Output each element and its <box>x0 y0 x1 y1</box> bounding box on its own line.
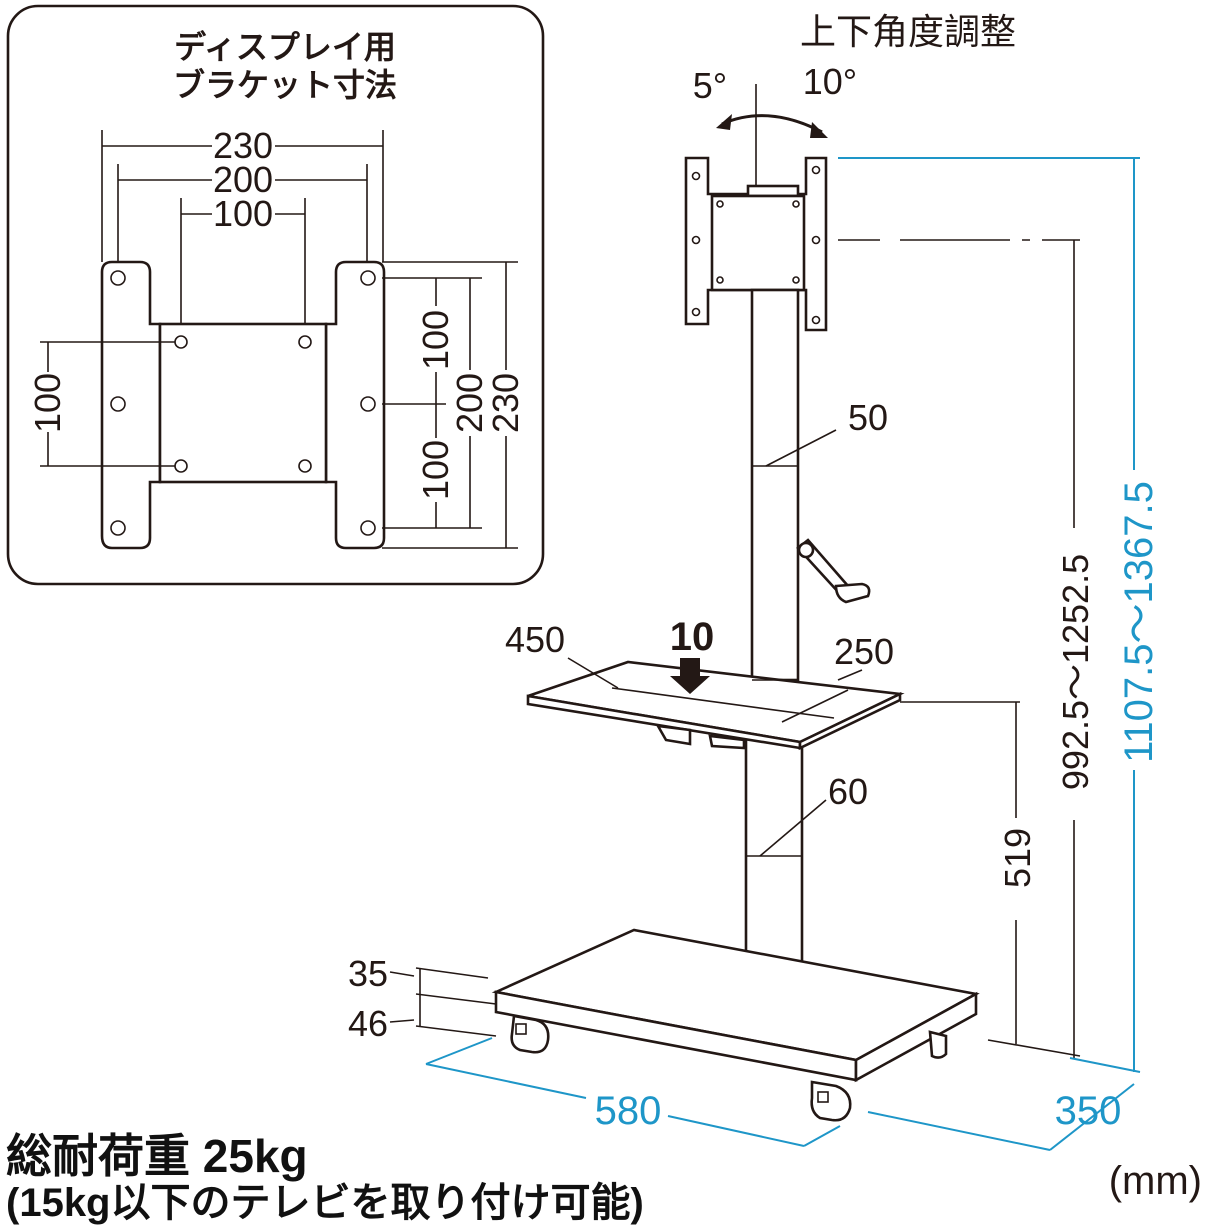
bracket-center-height: 992.5～1252.5 <box>1055 554 1096 790</box>
shelf-load-capacity: 10 <box>670 615 715 659</box>
base-depth-size: 350 <box>1055 1089 1122 1133</box>
base-side <box>854 991 978 1083</box>
shelf-depth-size: 250 <box>834 631 894 672</box>
bracket-center-plate <box>158 322 328 484</box>
tilt-arrow-right-icon <box>810 122 828 138</box>
tilt-arrow-left-icon <box>716 114 732 130</box>
inset-width-100: 100 <box>213 193 273 234</box>
display-mount-plate <box>710 194 806 292</box>
shelf-width-size: 450 <box>505 619 565 660</box>
base-thickness-size: 35 <box>348 953 388 994</box>
inset-right-height-200: 200 <box>449 373 490 433</box>
tilt-backward-angle: 10° <box>803 61 857 102</box>
caster-height-size: 46 <box>348 1003 388 1044</box>
base-width-size: 580 <box>595 1089 662 1133</box>
stand-drawing: 50 60 450 10 250 <box>348 156 980 1122</box>
tilt-adjustment: 上下角度調整 5° 10° <box>693 11 1016 190</box>
pole-lower-size: 60 <box>828 771 868 812</box>
shelf-bracket-right <box>708 734 746 750</box>
tilt-arc <box>721 114 823 134</box>
tilt-label: 上下角度調整 <box>800 11 1016 52</box>
total-height-size: 1107.5～1367.5 <box>1117 481 1161 763</box>
upper-pole <box>750 288 800 682</box>
inset-right-height-230: 230 <box>485 373 526 433</box>
bracket-holes <box>110 270 376 536</box>
bracket-right-ear <box>324 260 386 550</box>
shelf-load-arrow-icon <box>670 658 710 694</box>
inset-right-height-100a: 100 <box>415 310 456 370</box>
shelf-bracket-left <box>655 724 692 746</box>
height-crank-handle-icon <box>796 538 871 604</box>
inset-width-230: 230 <box>213 125 273 166</box>
inset-title-line1: ディスプレイ用 <box>174 29 396 65</box>
shelf-height-size: 519 <box>997 828 1038 888</box>
inset-left-height-100: 100 <box>27 373 68 433</box>
inset-title-line2: ブラケット寸法 <box>173 67 397 103</box>
total-load-capacity: 総耐荷重 25kg <box>6 1130 308 1182</box>
inset-right-height-100b: 100 <box>415 440 456 500</box>
caster-icons <box>510 1014 948 1122</box>
footprint-dimensions: 580 350 <box>425 1037 1135 1151</box>
height-dimensions: 519 992.5～1252.5 1107.5～1367.5 <box>838 157 1161 1073</box>
tilt-forward-angle: 5° <box>693 65 727 106</box>
inset-width-200: 200 <box>213 159 273 200</box>
bracket-left-ear <box>100 260 162 550</box>
tv-weight-note: (15kg以下のテレビを取り付け可能) <box>6 1181 644 1225</box>
unit-label: (mm) <box>1108 1159 1202 1203</box>
mount-holes <box>691 165 821 325</box>
pole-upper-size: 50 <box>848 397 888 438</box>
bracket-inset: ディスプレイ用 ブラケット寸法 230 200 100 <box>6 4 545 586</box>
